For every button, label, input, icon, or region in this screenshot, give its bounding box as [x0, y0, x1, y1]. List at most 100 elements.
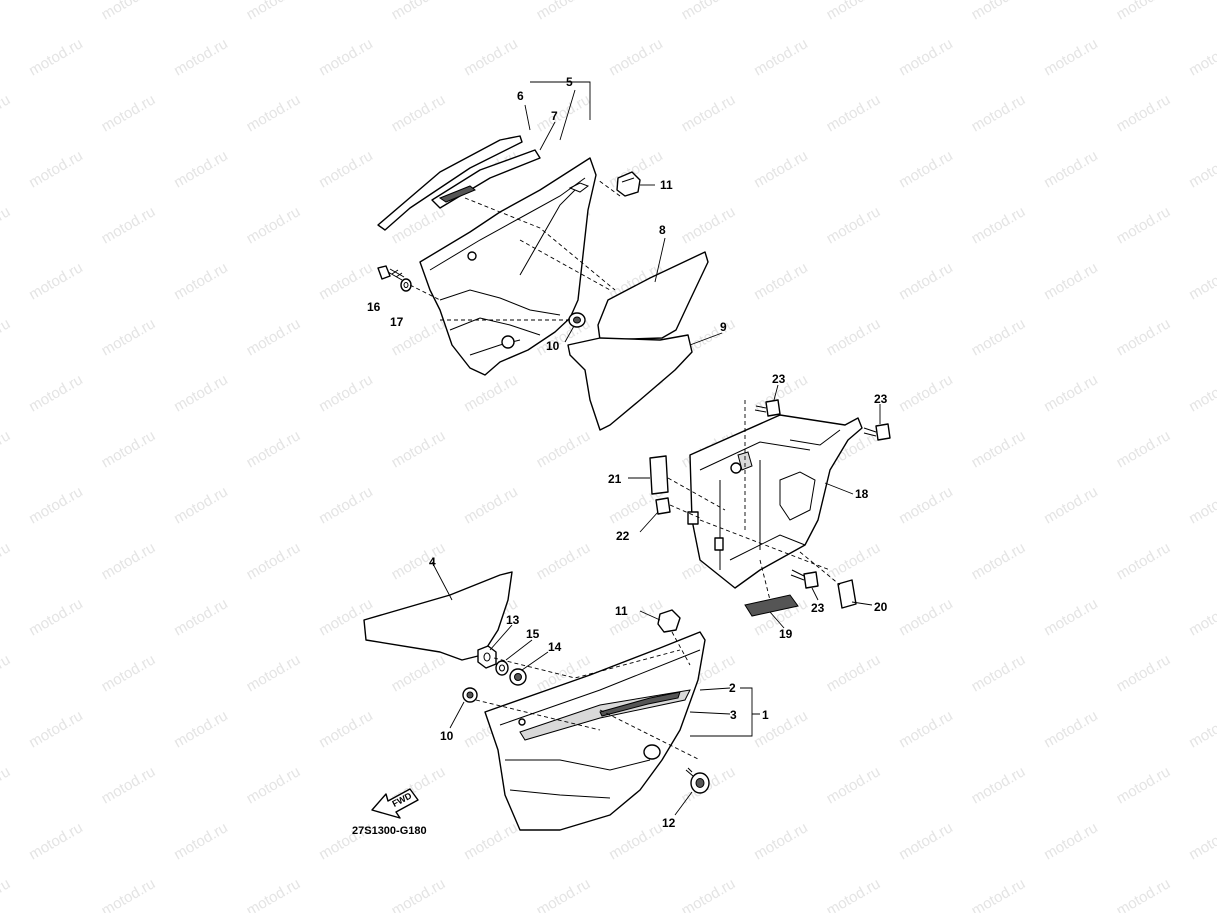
watermark-text: motod.ru	[0, 315, 13, 359]
watermark-text: motod.ru	[244, 203, 304, 247]
watermark-text: motod.ru	[969, 763, 1029, 807]
watermark-text: motod.ru	[969, 651, 1029, 695]
watermark-text: motod.ru	[824, 763, 884, 807]
watermark-text: motod.ru	[244, 651, 304, 695]
watermark-text: motod.ru	[1186, 35, 1217, 79]
watermark-text: motod.ru	[679, 875, 739, 913]
watermark-text: motod.ru	[1186, 707, 1217, 751]
watermark-text: motod.ru	[896, 595, 956, 639]
callout-15: 15	[526, 627, 540, 641]
watermark-text: motod.ru	[244, 315, 304, 359]
watermark-text: motod.ru	[1041, 371, 1101, 415]
watermark-text: motod.ru	[969, 203, 1029, 247]
watermark-text: motod.ru	[969, 875, 1029, 913]
emblem-6	[377, 135, 523, 231]
watermark-text: motod.ru	[244, 875, 304, 913]
washer-17	[400, 278, 412, 292]
watermark-text: motod.ru	[751, 147, 811, 191]
callout-23-top: 23	[772, 372, 786, 386]
callout-2: 2	[729, 681, 736, 695]
watermark-text: motod.ru	[461, 35, 521, 79]
callout-14: 14	[548, 640, 562, 654]
pad-8	[597, 251, 709, 341]
grommet-10-lower	[462, 687, 478, 703]
pad-21	[649, 455, 669, 495]
watermark-text: motod.ru	[896, 35, 956, 79]
watermark-text: motod.ru	[316, 483, 376, 527]
callout-17: 17	[390, 315, 404, 329]
pad-9	[567, 334, 693, 431]
watermark-text: motod.ru	[1114, 763, 1174, 807]
watermark-text: motod.ru	[0, 0, 13, 23]
watermark-text: motod.ru	[969, 315, 1029, 359]
watermark-text: motod.ru	[1041, 819, 1101, 863]
watermark-text: motod.ru	[244, 427, 304, 471]
watermark-text: motod.ru	[171, 35, 231, 79]
callout-20: 20	[874, 600, 888, 614]
watermark-text: motod.ru	[824, 315, 884, 359]
watermark-text: motod.ru	[824, 0, 884, 23]
callout-23-right: 23	[874, 392, 888, 406]
watermark-text: motod.ru	[679, 0, 739, 23]
callout-10-upper: 10	[546, 339, 560, 353]
watermark-text: motod.ru	[896, 259, 956, 303]
watermark-text: motod.ru	[26, 483, 86, 527]
watermark-text: motod.ru	[751, 259, 811, 303]
watermark-text: motod.ru	[99, 763, 159, 807]
watermark-text: motod.ru	[751, 819, 811, 863]
watermark-text: motod.ru	[26, 147, 86, 191]
watermark-text: motod.ru	[679, 91, 739, 135]
callout-8: 8	[659, 223, 666, 237]
watermark-text: motod.ru	[896, 483, 956, 527]
watermark-text: motod.ru	[26, 595, 86, 639]
watermark-text: motod.ru	[824, 203, 884, 247]
grommet-14	[509, 668, 527, 686]
watermark-text: motod.ru	[26, 259, 86, 303]
watermark-text: motod.ru	[1114, 0, 1174, 23]
watermark-text: motod.ru	[244, 763, 304, 807]
watermark-text: motod.ru	[171, 371, 231, 415]
pad-22	[655, 497, 671, 515]
watermark-text: motod.ru	[1114, 539, 1174, 583]
watermark-text: motod.ru	[969, 427, 1029, 471]
clip-11-lower	[657, 609, 681, 633]
callout-1: 1	[762, 708, 769, 722]
callout-3: 3	[730, 708, 737, 722]
watermark-text: motod.ru	[679, 203, 739, 247]
watermark-text: motod.ru	[316, 147, 376, 191]
watermark-text: motod.ru	[244, 91, 304, 135]
watermark-text: motod.ru	[896, 371, 956, 415]
watermark-text: motod.ru	[99, 315, 159, 359]
watermark-text: motod.ru	[26, 35, 86, 79]
emblem-4	[363, 571, 513, 661]
callout-23-bottom: 23	[811, 601, 825, 615]
battery-box-18	[687, 414, 863, 589]
watermark-text: motod.ru	[461, 819, 521, 863]
watermark-text: motod.ru	[0, 539, 13, 583]
callout-18: 18	[855, 487, 869, 501]
watermark-text: motod.ru	[1186, 371, 1217, 415]
watermark-text: motod.ru	[0, 763, 13, 807]
watermark-text: motod.ru	[1186, 483, 1217, 527]
watermark-text: motod.ru	[1114, 91, 1174, 135]
callout-9: 9	[720, 320, 727, 334]
watermark-text: motod.ru	[534, 0, 594, 23]
watermark-text: motod.ru	[316, 259, 376, 303]
watermark-text: motod.ru	[606, 35, 666, 79]
watermark-text: motod.ru	[0, 427, 13, 471]
watermark-text: motod.ru	[969, 0, 1029, 23]
washer-15	[495, 660, 509, 676]
watermark-text: motod.ru	[1186, 147, 1217, 191]
watermark-text: motod.ru	[1186, 595, 1217, 639]
watermark-text: motod.ru	[99, 875, 159, 913]
callout-22: 22	[616, 529, 630, 543]
watermark-text: motod.ru	[1041, 147, 1101, 191]
pad-20	[837, 579, 857, 609]
watermark-text: motod.ru	[26, 371, 86, 415]
watermark-text: motod.ru	[171, 819, 231, 863]
watermark-text: motod.ru	[0, 651, 13, 695]
leader-lines	[409, 81, 881, 816]
screw-12	[685, 767, 710, 794]
watermark-text: motod.ru	[171, 147, 231, 191]
